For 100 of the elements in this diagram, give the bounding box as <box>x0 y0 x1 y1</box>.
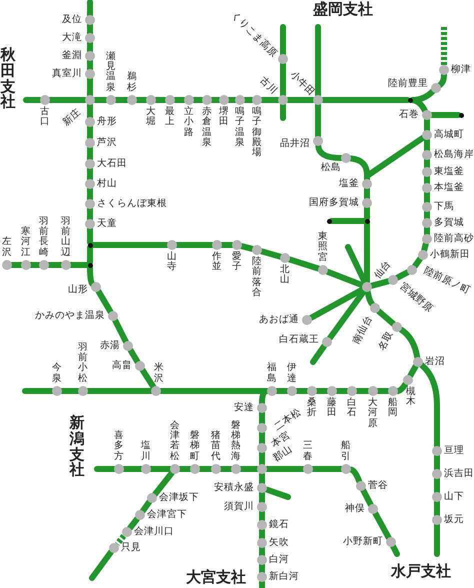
station-name: 本塩釜 <box>434 183 464 193</box>
rail-line <box>364 186 370 201</box>
rail-line <box>209 97 222 103</box>
junction-dot-icon <box>408 98 412 102</box>
rail-line <box>87 76 93 98</box>
station-name: 安積永盛 <box>214 483 254 493</box>
rail-line <box>87 244 93 266</box>
rail-line <box>314 388 330 394</box>
rail-line <box>390 544 400 557</box>
station-name: 藤田 <box>327 398 337 419</box>
rail-line <box>324 268 366 288</box>
station-name: 品井沼 <box>280 139 310 149</box>
station-name: 松島 <box>321 163 341 173</box>
rail-line <box>424 157 430 170</box>
branch-office-label: 盛岡支社 <box>313 2 373 18</box>
rail-line <box>87 124 93 141</box>
rail-line <box>87 40 93 54</box>
station-name: 陸前高砂 <box>434 234 474 244</box>
station-name: 陸前豊里 <box>388 79 428 89</box>
rail-line <box>364 288 375 307</box>
rail-line <box>238 466 260 472</box>
rail-line <box>434 476 440 495</box>
station-name: 最上 <box>165 107 175 128</box>
station-name: 南仙台 <box>352 314 374 346</box>
rail-line <box>410 97 428 114</box>
station-name: 白河 <box>269 555 289 565</box>
rail-line <box>437 72 447 88</box>
rail-line <box>87 0 93 18</box>
station-name: 米沢 <box>154 363 164 384</box>
station-name: 磐梯町 <box>190 430 200 462</box>
station-name: 石巻 <box>399 110 419 120</box>
rail-line <box>424 117 430 133</box>
rail-line <box>315 24 321 98</box>
rail-line <box>153 97 168 103</box>
station-name: 矢吹 <box>269 538 289 548</box>
station-name: 亘理 <box>444 446 464 456</box>
rail-line <box>113 97 130 103</box>
station-name: 坂元 <box>444 515 464 525</box>
rail-line <box>434 499 440 518</box>
station-name: 古川 <box>258 76 278 96</box>
rail-line <box>424 209 430 221</box>
rail-line <box>172 97 187 103</box>
station-name: 小鶴新田 <box>430 250 470 260</box>
station-name: 松島海岸 <box>434 150 474 160</box>
rail-line <box>410 88 436 103</box>
junction-dot-icon <box>458 112 464 118</box>
rail-line <box>348 466 362 484</box>
rail-line <box>28 262 42 268</box>
rail-line <box>286 256 322 272</box>
station-name: 須賀川 <box>224 502 254 512</box>
station-name: 羽前小松 <box>78 342 88 384</box>
station-name: 伊達 <box>287 363 297 384</box>
rail-line <box>259 471 265 486</box>
station-name: 赤湯 <box>100 341 120 351</box>
rail-line <box>280 102 286 121</box>
station-name: 塩釜 <box>339 179 359 189</box>
station-name: 瀬見温泉 <box>106 52 116 93</box>
rail-line <box>280 61 286 98</box>
rail-line <box>152 470 175 498</box>
station-name: さくらんぼ東根 <box>97 199 167 209</box>
rail-line <box>424 190 430 205</box>
rail-line <box>424 225 430 237</box>
station-name: 羽前長崎 <box>39 216 49 258</box>
station-name: 下馬 <box>434 202 454 212</box>
station-name: 菅谷 <box>368 481 388 491</box>
rail-line <box>320 97 410 103</box>
rail-line <box>94 466 117 472</box>
rail-line <box>360 487 374 508</box>
rail-line <box>364 220 370 285</box>
rail-line <box>259 579 265 588</box>
branch-office-label: 新潟支社 <box>70 416 84 478</box>
station-name: 作並 <box>212 252 222 273</box>
rail-line <box>354 388 371 394</box>
station-name: 高城町 <box>434 130 464 140</box>
station-name: 鳴子温泉 <box>235 107 245 148</box>
rail-line <box>259 97 281 103</box>
rail-line <box>294 388 310 394</box>
station-name: 赤倉温泉 <box>202 107 212 148</box>
station-name: 小牛田 <box>288 70 316 98</box>
station-name: 鵜杉 <box>127 72 137 93</box>
station-name: 岩沼 <box>425 357 445 367</box>
junction-dot-icon <box>88 262 92 268</box>
station-name: 神俣 <box>345 504 365 514</box>
rail-line <box>259 430 265 446</box>
station-name: 柳津 <box>451 65 471 75</box>
station-name: 寒河江 <box>21 226 31 258</box>
station-name: 山下 <box>444 492 464 502</box>
rail-line <box>424 174 430 186</box>
station-name: 真室川 <box>52 69 82 79</box>
rail-line <box>177 466 193 472</box>
rail-line <box>418 362 440 449</box>
station-name: 愛子 <box>232 252 242 273</box>
rail-line <box>112 318 129 344</box>
station-name: 浜吉田 <box>444 469 474 479</box>
rail-line <box>219 242 235 248</box>
station-name: 会津川口 <box>134 527 174 537</box>
rail-line <box>140 499 152 514</box>
rail-line <box>87 264 96 287</box>
station-name: 塩川 <box>141 441 151 462</box>
rail-line <box>264 486 291 500</box>
